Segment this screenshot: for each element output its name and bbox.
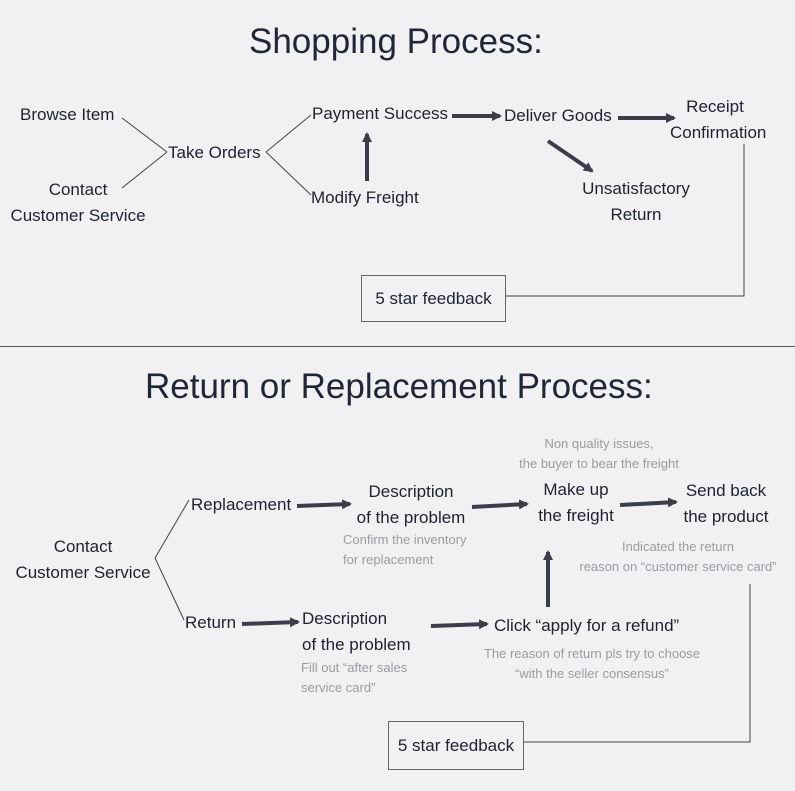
shopping-title: Shopping Process: — [249, 22, 543, 61]
arrow-desc-to-makeup — [471, 499, 529, 510]
note-non-quality-issues: Non quality issues, the buyer to bear th… — [519, 436, 679, 471]
note-after-sales-card: Fill out “after sales service card” — [301, 660, 408, 695]
line-browse-to-orders — [121, 117, 168, 153]
node-receipt-confirmation: Receipt Confirmation — [670, 97, 767, 142]
node-send-back-product: Send back the product — [683, 481, 769, 526]
note-indicated-return-reason: Indicated the return reason on “customer… — [579, 539, 777, 574]
node-deliver-goods: Deliver Goods — [504, 106, 612, 125]
line-orders-to-freight — [265, 151, 312, 196]
arrow-desc-to-click — [430, 619, 489, 630]
node-modify-freight: Modify Freight — [311, 188, 419, 207]
node-replacement: Replacement — [191, 495, 292, 514]
node-description-problem-top: Description of the problem — [356, 482, 466, 527]
line-receipt-to-feedback — [505, 144, 745, 297]
node-unsatisfactory-return: Unsatisfactory Return — [582, 179, 690, 224]
node-payment-success: Payment Success — [312, 104, 449, 123]
node-browse-item: Browse Item — [20, 105, 115, 124]
line-orders-to-payment — [265, 114, 312, 153]
arrow-return-to-desc — [241, 617, 300, 628]
node-click-apply-refund: Click “apply for a refund” — [494, 616, 680, 635]
node-contact-customer-service: Contact Customer Service — [10, 180, 146, 225]
section-divider — [0, 346, 795, 347]
line-contact-to-return — [154, 557, 185, 621]
note-confirm-inventory: Confirm the inventory for replacement — [343, 532, 467, 567]
line-sendback-to-feedback — [523, 584, 751, 743]
node-return: Return — [185, 613, 237, 632]
arrow-makeup-to-sendback — [619, 497, 678, 508]
note-reason-of-return: The reason of return pls try to choose “… — [483, 646, 701, 681]
node-description-problem-bottom: Description of the problem — [302, 609, 411, 654]
node-make-up-freight: Make up the freight — [538, 480, 614, 525]
returns-title: Return or Replacement Process: — [145, 367, 653, 406]
feedback-box-shopping: 5 star feedback — [361, 275, 506, 322]
node-take-orders: Take Orders — [168, 143, 261, 162]
feedback-box-returns: 5 star feedback — [388, 721, 524, 770]
arrow-replacement-to-desc — [296, 499, 352, 510]
node-contact-customer-service-returns: Contact Customer Service — [15, 537, 151, 582]
line-contact-to-replacement — [154, 499, 190, 559]
line-contact-to-orders — [121, 151, 168, 189]
arrow-deliver-to-unsatisfactory — [546, 139, 594, 173]
